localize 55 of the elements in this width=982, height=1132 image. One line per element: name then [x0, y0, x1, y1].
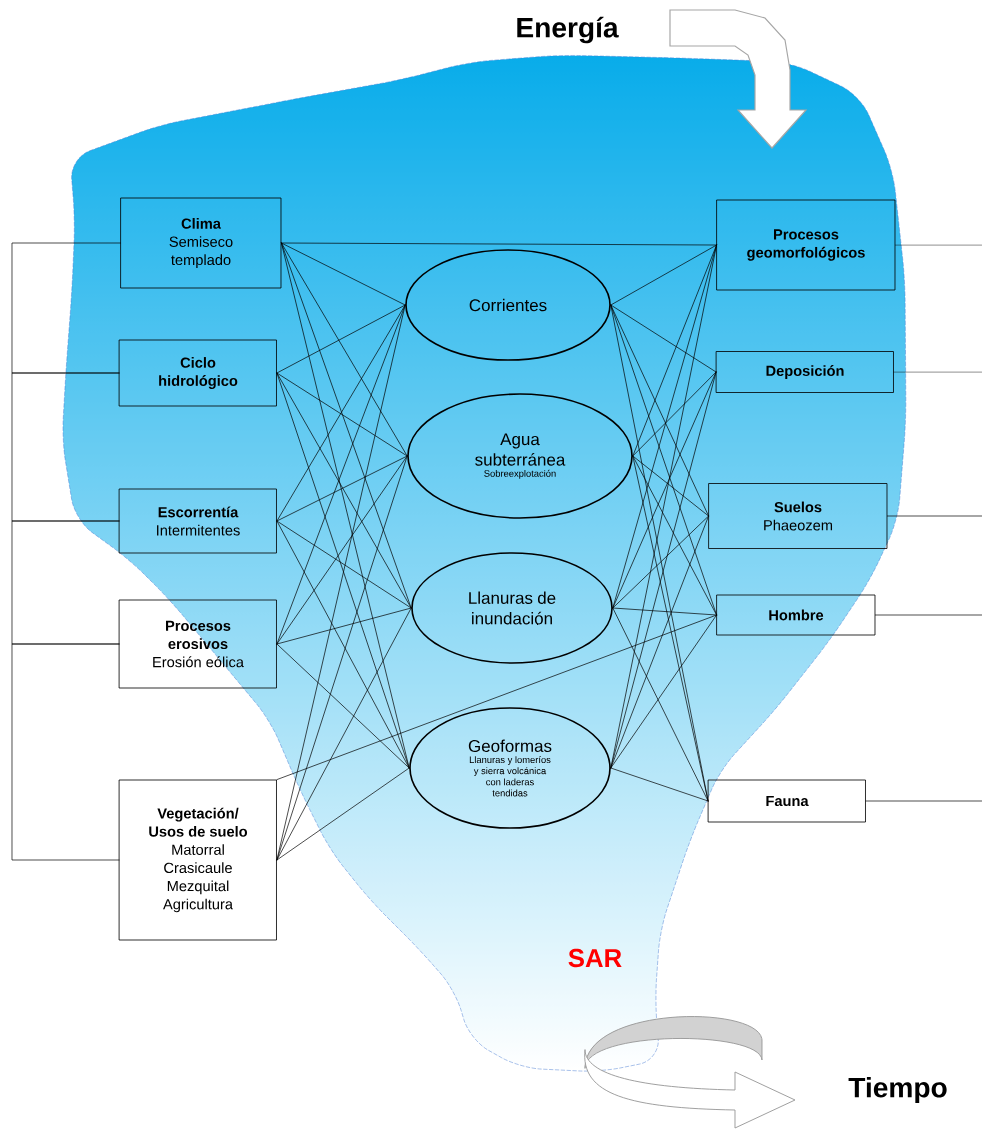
text-box: Hombre: [716, 594, 876, 636]
line: [276, 520, 412, 609]
line: [276, 455, 408, 522]
line: [276, 372, 408, 457]
text-box: Procesos erosivos Erosión eólica: [119, 599, 277, 689]
text-box: Clima Semiseco templado: [120, 197, 282, 289]
line: [610, 304, 717, 373]
line: [610, 244, 717, 306]
line: [610, 244, 717, 769]
line: [276, 607, 412, 645]
line: [281, 242, 717, 246]
line: [610, 614, 717, 769]
line: [632, 455, 717, 616]
ellipse-node: Agua subterránea Sobreexplotación: [407, 393, 633, 519]
line: [276, 455, 408, 645]
bracket-line: [11, 242, 121, 374]
line: [612, 607, 717, 616]
line: [281, 242, 412, 609]
line: [612, 515, 709, 609]
axis-text: Tiempo: [848, 1076, 947, 1104]
text-box: Escorrentía Intermitentes: [119, 488, 277, 554]
line: [612, 371, 717, 609]
line: [632, 371, 717, 457]
line: [276, 643, 410, 769]
line: [887, 515, 982, 517]
line: [276, 614, 717, 780]
ellipse-node: Llanuras de inundación: [411, 552, 613, 664]
line: [276, 520, 410, 769]
text-box: Deposición: [716, 351, 894, 393]
bracket-line: [11, 372, 120, 522]
line: [281, 242, 408, 457]
text-box: Ciclo hidrológico: [119, 339, 277, 407]
ellipse-node: Corrientes: [405, 249, 611, 361]
line: [612, 607, 709, 802]
title-text: Energía: [517, 16, 619, 44]
line: [610, 304, 709, 517]
line: [875, 614, 982, 616]
line: [276, 304, 406, 374]
ellipse-node: Geoformas Llanuras y lomeríos y sierra volcánica con laderas tendidas: [409, 707, 611, 829]
line: [281, 242, 406, 306]
region-label: SAR: [568, 948, 622, 968]
line: [276, 372, 412, 609]
line: [865, 800, 982, 802]
text-box: Suelos Phaeozem: [708, 483, 888, 549]
bracket-line: [11, 520, 120, 645]
line: [276, 304, 406, 522]
line: [632, 455, 709, 517]
text-box: Procesos geomorfológicos: [716, 199, 896, 291]
line: [610, 767, 709, 802]
text-box: Fauna: [708, 779, 866, 823]
line: [610, 515, 709, 769]
line: [276, 767, 410, 861]
text-box: Vegetación/ Usos de suelo Matorral Crasicaule Mezquital Agricultura: [119, 779, 277, 941]
bracket-line: [11, 643, 120, 861]
line: [276, 607, 412, 861]
